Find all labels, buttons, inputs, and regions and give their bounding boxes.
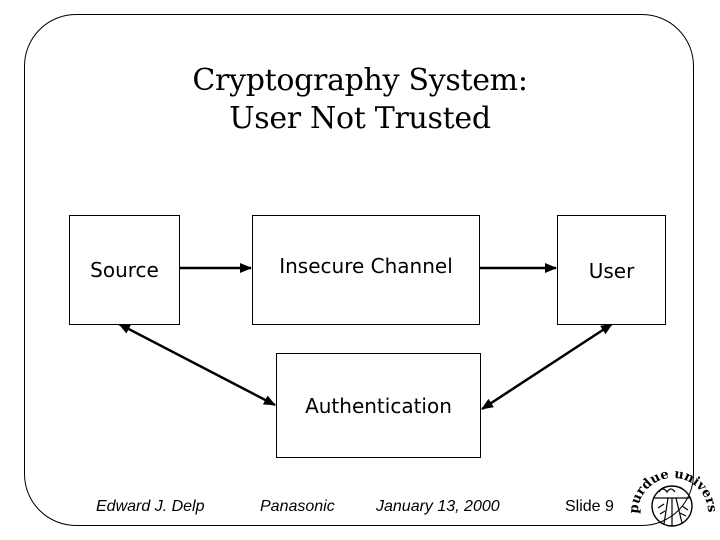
footer-author: Edward J. Delp	[96, 498, 205, 515]
slide-title-line2: User Not Trusted	[229, 101, 491, 136]
purdue-university-seal-icon: purdue university	[624, 450, 716, 527]
footer-date: January 13, 2000	[376, 498, 500, 515]
footer-organization: Panasonic	[260, 498, 335, 515]
authentication-box: Authentication	[276, 353, 481, 458]
source-label: Source	[90, 258, 159, 282]
slide-title-line1: Cryptography System:	[192, 63, 528, 98]
arrow-user-auth	[481, 322, 613, 411]
authentication-label: Authentication	[305, 394, 452, 418]
insecure-channel-box: Insecure Channel	[252, 215, 480, 325]
slide-frame	[24, 14, 694, 526]
user-box: User	[557, 215, 666, 325]
svg-text:purdue university: purdue university	[624, 450, 716, 514]
insecure-channel-label: Insecure Channel	[279, 254, 453, 278]
user-label: User	[588, 259, 635, 283]
source-box: Source	[69, 215, 180, 325]
footer-slide-number: Slide 9	[565, 498, 614, 515]
arrow-source-auth	[118, 322, 276, 407]
